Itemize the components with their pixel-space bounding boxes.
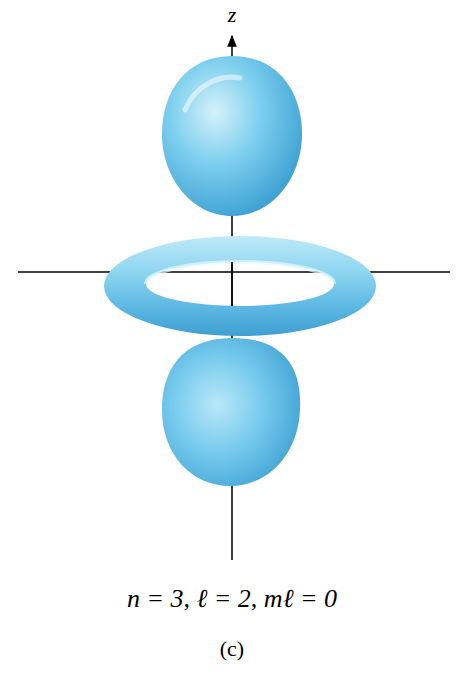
horizontal-axis [18, 271, 450, 273]
z-axis-through-hole [231, 262, 233, 306]
lower-lobe [162, 338, 300, 486]
torus-highlight [146, 262, 334, 284]
axis-label: z [228, 2, 237, 28]
axes [18, 36, 450, 560]
torus [104, 236, 376, 336]
quantum-numbers-caption: n = 3, ℓ = 2, mℓ = 0 [127, 584, 337, 614]
upper-lobe [162, 56, 302, 216]
lobe-highlight [185, 77, 240, 110]
panel-letter: (c) [220, 636, 244, 662]
